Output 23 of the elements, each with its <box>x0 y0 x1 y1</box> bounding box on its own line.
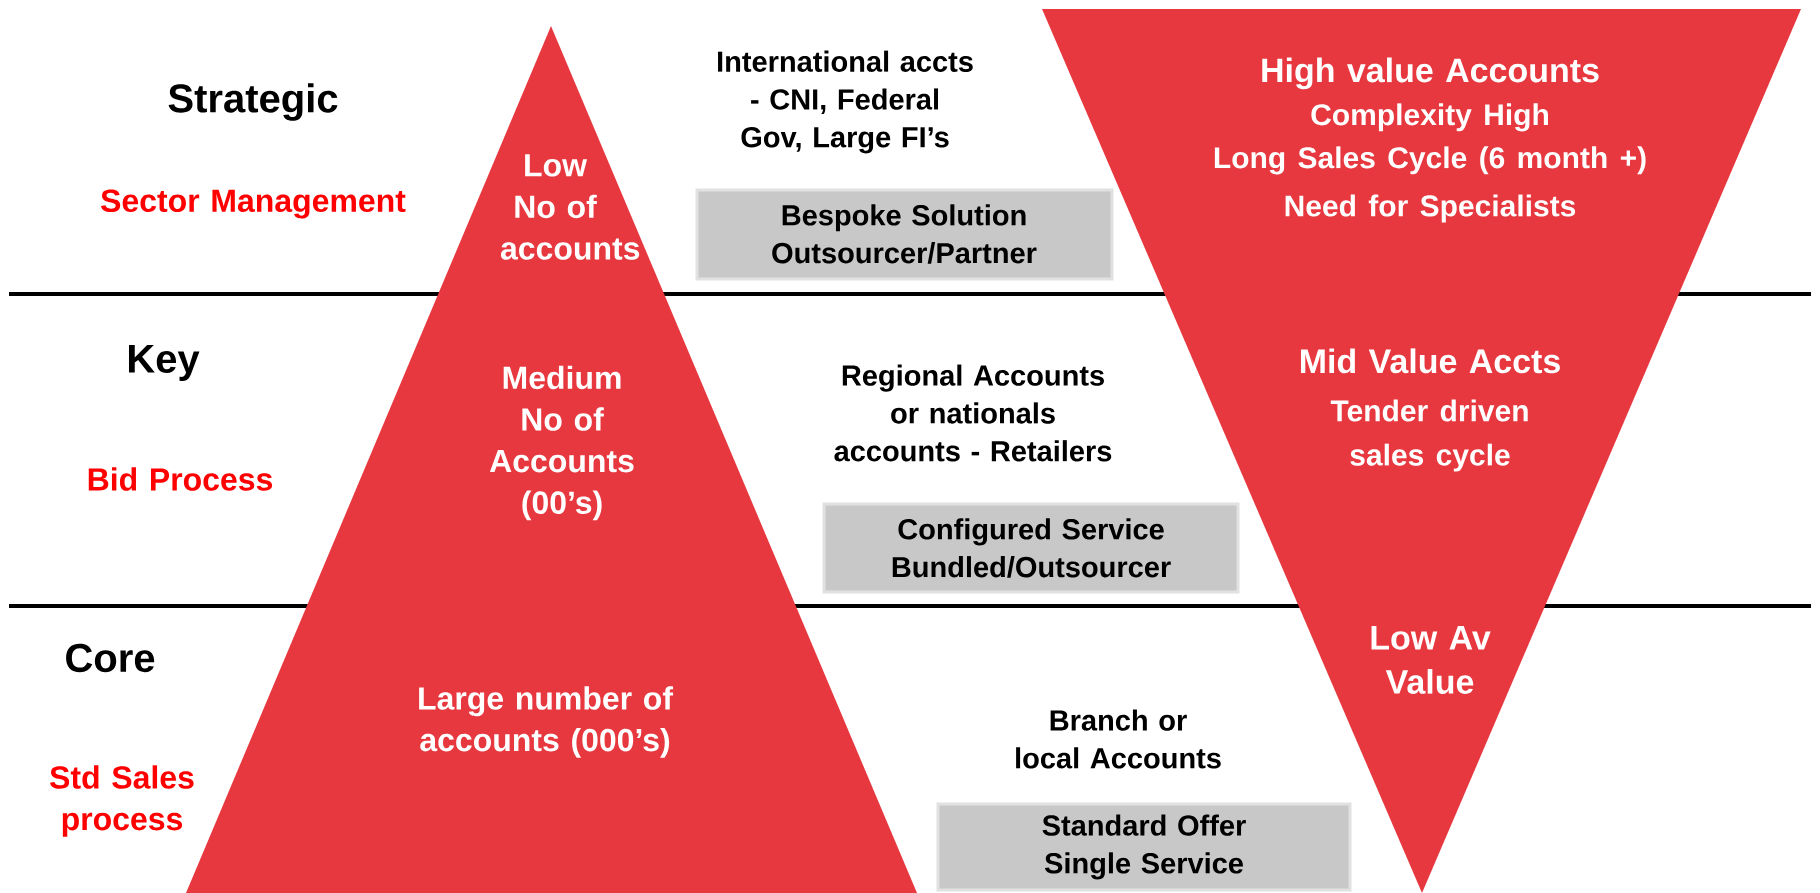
offer-box: Bespoke Solution Outsourcer/Partner <box>695 188 1114 281</box>
node-label: Large number of accounts (000’s) <box>419 686 674 758</box>
description-text: Branch or local Accounts <box>1016 709 1221 769</box>
node-label: Mid Value Accts <box>1300 348 1560 374</box>
node-label: Low Av Value <box>1371 626 1491 694</box>
offer-box: Configured Service Bundled/Outsourcer <box>822 502 1240 594</box>
process-label: Bid Process <box>88 467 273 491</box>
tier-heading: Strategic <box>168 83 338 121</box>
node-label: Medium No of Accounts (00’s) <box>489 365 634 521</box>
description-text: International accts - CNI, Federal Gov, Large FI’s <box>718 50 973 154</box>
node-label: Low No of accounts <box>500 154 640 260</box>
offer-box: Standard Offer Single Service <box>936 802 1352 892</box>
node-label: High value Accounts <box>1262 57 1599 90</box>
inverted-pyramid-band: High value Accounts Complexity High Long Sales Cycle (6 month +) Need for Specialists <box>1042 9 1801 294</box>
node-label: Long Sales Cycle (6 month +) <box>1214 146 1646 175</box>
node-label: Complexity High <box>1311 103 1548 132</box>
description-text: Regional Accounts or nationals accounts - Retailers <box>834 364 1112 462</box>
pyramid-band: Low No of accounts <box>438 26 665 294</box>
process-label: Sector Management <box>101 189 406 219</box>
tier-heading: Key <box>129 345 200 381</box>
node-label: Need for Specialists <box>1285 194 1576 223</box>
inverted-pyramid-band: Low Av Value <box>1298 606 1545 893</box>
node-label: Tender driven sales cycle <box>1330 399 1528 472</box>
